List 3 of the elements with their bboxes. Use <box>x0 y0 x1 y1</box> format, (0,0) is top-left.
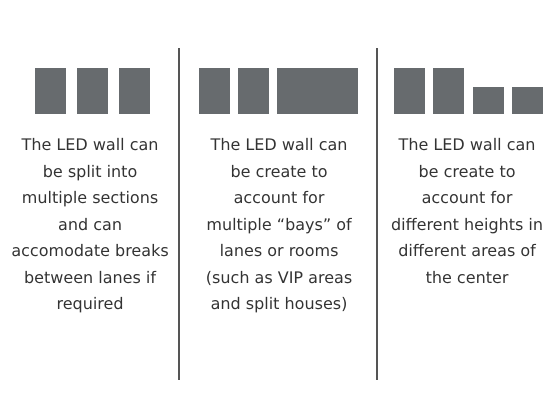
description-text: The LED wall can be split into multiple sections and can accomodate breaks between lanes if required <box>11 134 169 315</box>
description-text: The LED wall can be create to account for multiple “bays” of lanes or rooms (such as VIP areas and split houses) <box>204 134 354 315</box>
description-text: The LED wall can be create to account for different heights in different areas of the center <box>390 134 544 288</box>
